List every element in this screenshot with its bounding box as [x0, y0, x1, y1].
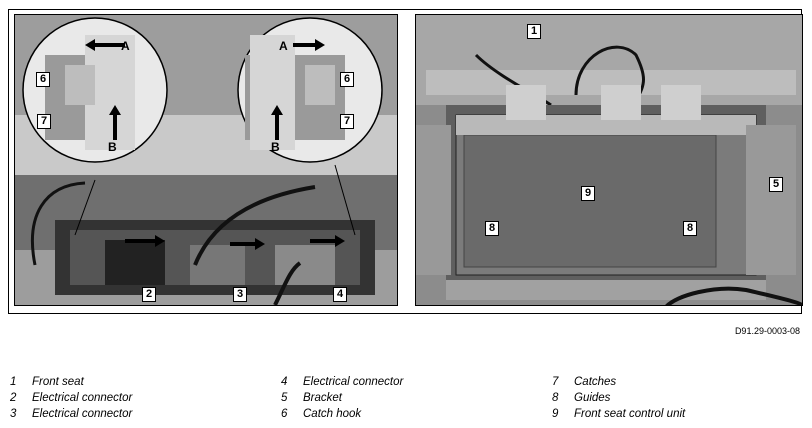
callout-2: 2 — [142, 287, 157, 302]
photo-connectors — [14, 14, 398, 306]
legend-num: 8 — [552, 392, 559, 404]
callout-7-left: 7 — [37, 114, 52, 129]
legend-num: 6 — [281, 408, 288, 420]
callout-8-right: 8 — [683, 221, 698, 236]
legend-text: Front seat — [32, 376, 84, 388]
figure-ref-code: D91.29-0003-08 — [734, 326, 800, 336]
legend-text: Electrical connector — [303, 376, 404, 388]
legend-text: Front seat control unit — [574, 408, 686, 420]
legend-text: Bracket — [303, 392, 342, 404]
callout-1: 1 — [527, 24, 542, 39]
legend-num: 5 — [281, 392, 288, 404]
legend-text: Guides — [574, 392, 611, 404]
control-unit-illustration — [416, 15, 802, 305]
legend-num: 3 — [10, 408, 17, 420]
arrow-label-a-left: A — [121, 39, 130, 53]
callout-7-right: 7 — [340, 114, 355, 129]
legend-num: 7 — [552, 376, 559, 388]
arrow-label-b-right: B — [271, 140, 280, 154]
legend-text: Catch hook — [303, 408, 362, 420]
callout-3: 3 — [233, 287, 248, 302]
callout-9: 9 — [581, 186, 596, 201]
photo-control-unit — [415, 14, 803, 306]
legend-num: 9 — [552, 408, 559, 420]
legend-num: 4 — [281, 376, 288, 388]
legend-num: 1 — [10, 376, 17, 388]
legend-num: 2 — [10, 392, 17, 404]
legend-text: Electrical connector — [32, 408, 133, 420]
callout-5: 5 — [769, 177, 784, 192]
connector-illustration — [15, 15, 397, 305]
arrow-label-b-left: B — [108, 140, 117, 154]
callout-8-left: 8 — [485, 221, 500, 236]
callout-6-left: 6 — [36, 72, 51, 87]
callout-6-right: 6 — [340, 72, 355, 87]
arrow-label-a-right: A — [279, 39, 288, 53]
callout-4: 4 — [333, 287, 348, 302]
legend-text: Electrical connector — [32, 392, 133, 404]
legend-text: Catches — [574, 376, 617, 388]
